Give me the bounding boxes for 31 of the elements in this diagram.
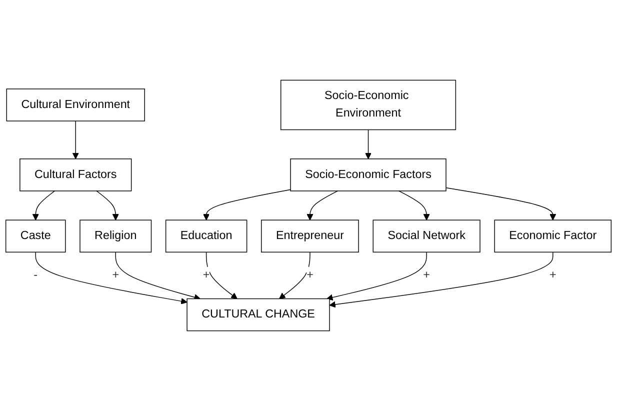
arrow bbox=[203, 189, 291, 220]
node-box: Caste bbox=[5, 220, 66, 252]
edge-label: + bbox=[202, 268, 210, 282]
edge-label: + bbox=[306, 268, 314, 282]
node-box: Socio-Economic Factors bbox=[290, 158, 446, 192]
arrow bbox=[32, 190, 56, 220]
arrow bbox=[72, 120, 79, 160]
edge-label: - bbox=[34, 268, 38, 282]
arrow bbox=[35, 252, 188, 304]
node-box: Economic Factor bbox=[494, 220, 612, 252]
node-box: Cultural Environment bbox=[6, 88, 145, 122]
arrow bbox=[206, 252, 238, 300]
arrow bbox=[365, 129, 372, 160]
node-box: Socio-Economic Environment bbox=[280, 80, 456, 130]
arrow bbox=[306, 190, 338, 220]
node-box: Social Network bbox=[372, 220, 480, 252]
arrow bbox=[398, 190, 430, 220]
arrow bbox=[326, 252, 427, 301]
node-box: Education bbox=[165, 220, 248, 252]
arrow bbox=[96, 190, 119, 220]
edge-label: + bbox=[112, 268, 120, 282]
edge-label: + bbox=[423, 268, 430, 282]
node-box: Entrepreneur bbox=[261, 220, 359, 252]
node-box: CULTURAL CHANGE bbox=[186, 298, 330, 332]
edge-label: + bbox=[549, 268, 556, 282]
node-box: Religion bbox=[80, 220, 152, 252]
arrow bbox=[279, 252, 310, 300]
arrow bbox=[329, 252, 554, 308]
node-box: Cultural Factors bbox=[20, 158, 132, 192]
arrow bbox=[446, 187, 556, 220]
arrow bbox=[115, 252, 200, 300]
